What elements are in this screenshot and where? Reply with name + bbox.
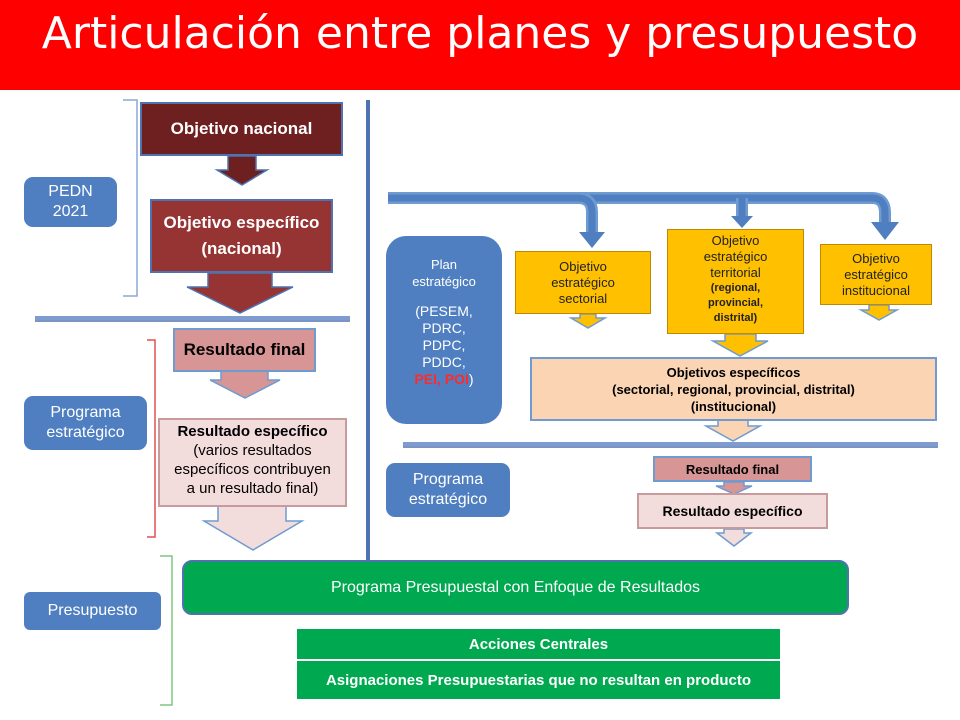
- arrow-resultado-final: [209, 370, 281, 399]
- box-right-resultado-final: Resultado final: [653, 456, 812, 482]
- plan-estrategico-items: (PESEM, PDRC, PDPC, PDDC,: [415, 303, 473, 370]
- arrow-objetivo-nacional: [214, 155, 270, 186]
- arrow-resultado-especifico: [201, 505, 305, 551]
- box-objetivo-especifico: Objetivo específico (nacional): [150, 199, 333, 273]
- feeder-arrow-territorial: [731, 216, 753, 228]
- arrow-objetivo-especifico: [186, 272, 294, 314]
- box-objetivo-institucional: Objetivo estratégico institucional: [820, 244, 932, 305]
- box-objetivos-especificos: Objetivos específicos (sectorial, region…: [530, 357, 937, 421]
- feeder-pipe: [388, 192, 891, 222]
- title-bar: [0, 0, 960, 90]
- arrow-sectorial: [568, 313, 608, 329]
- box-resultado-especifico: Resultado específico (varios resultados …: [158, 418, 347, 507]
- box-objetivo-nacional: Objetivo nacional: [140, 102, 343, 156]
- bracket-presupuesto: [160, 555, 173, 706]
- box-asignaciones: Asignaciones Presupuestarias que no resu…: [297, 661, 780, 699]
- plan-estrategico-close: ): [468, 371, 474, 387]
- feeder-arrow-institucional: [871, 222, 899, 240]
- plan-estrategico-title: Plan estratégico: [412, 257, 476, 289]
- page-title: Articulación entre planes y presupuesto: [41, 8, 919, 59]
- side-label-programa-estrategico-right: Programa estratégico: [386, 463, 510, 517]
- resultado-especifico-title: Resultado específico: [177, 423, 328, 440]
- plan-estrategico-highlight: PEI, POI: [414, 371, 469, 387]
- arrow-institucional: [858, 304, 900, 321]
- box-resultado-final: Resultado final: [173, 328, 316, 372]
- arrow-right-resultado-especifico: [714, 528, 754, 547]
- feeder-arrow-sectorial: [579, 232, 605, 248]
- box-programa-presupuestal: Programa Presupuestal con Enfoque de Res…: [182, 560, 849, 615]
- box-right-resultado-especifico: Resultado específico: [637, 493, 828, 529]
- box-objetivo-territorial: Objetivo estratégico territorial (region…: [667, 229, 804, 334]
- arrow-objetivos-especificos: [703, 419, 763, 442]
- side-label-presupuesto: Presupuesto: [24, 592, 161, 630]
- box-plan-estrategico: Plan estratégico (PESEM, PDRC, PDPC, PDD…: [386, 236, 502, 424]
- objetivo-territorial-note: (regional, provincial, distrital): [707, 282, 764, 324]
- bracket-pedn: [123, 99, 138, 297]
- arrow-right-resultado-final: [715, 481, 753, 495]
- box-acciones-centrales: Acciones Centrales: [297, 629, 780, 659]
- resultado-especifico-note: (varios resultados específicos contribuy…: [174, 442, 331, 497]
- bracket-programa: [147, 339, 156, 538]
- objetivo-territorial-label: Objetivo estratégico territorial: [703, 233, 768, 280]
- side-label-programa-estrategico: Programa estratégico: [24, 396, 147, 450]
- side-label-pedn: PEDN 2021: [24, 177, 117, 227]
- arrow-territorial: [710, 333, 769, 357]
- box-objetivo-sectorial: Objetivo estratégico sectorial: [515, 251, 651, 314]
